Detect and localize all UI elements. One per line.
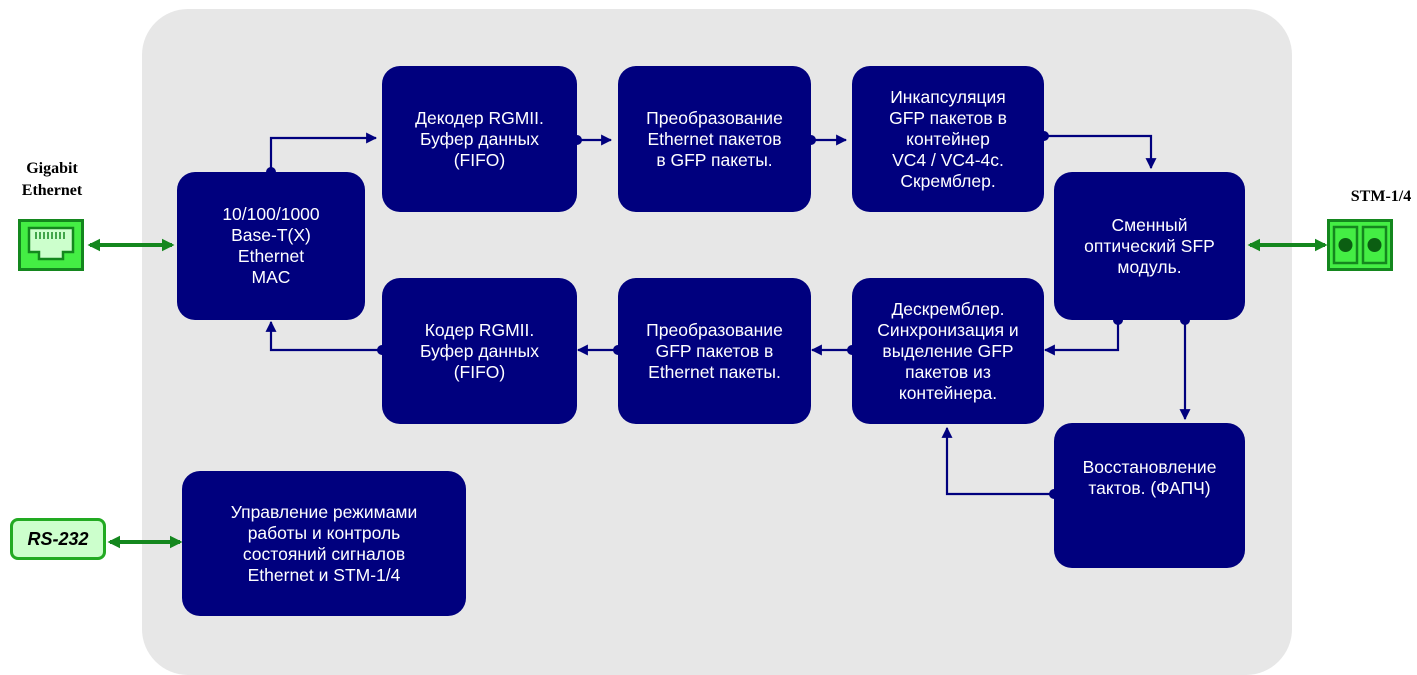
stm-label: STM-1/4 bbox=[1350, 188, 1412, 205]
mac-to-decoder-line bbox=[269, 132, 378, 172]
encap-to-sfp-line bbox=[1044, 134, 1157, 170]
clock-recovery-block: Восстановление тактов. (ФАПЧ) bbox=[1054, 423, 1245, 568]
ethernet-to-gfp-block: Преобразование Ethernet пакетов в GFP па… bbox=[618, 66, 811, 212]
rgmii-decoder-block: Декодер RGMII. Буфер данных (FIFO) bbox=[382, 66, 577, 212]
rs232-port: RS-232 bbox=[10, 518, 106, 560]
gigabit-ethernet-label: Gigabit Ethernet bbox=[21, 160, 83, 199]
sfp-module-block: Сменный оптический SFP модуль. bbox=[1054, 172, 1245, 320]
rj45-port-icon bbox=[18, 219, 84, 271]
gfp-encapsulation-block: Инкапсуляция GFP пакетов в контейнер VC4… bbox=[852, 66, 1044, 212]
sfp-to-descrambler-line bbox=[1043, 320, 1120, 356]
control-block: Управление режимами работы и контроль со… bbox=[182, 471, 466, 616]
sfp-optical-port-icon bbox=[1327, 219, 1393, 271]
gfp-to-ethernet-block: Преобразование GFP пакетов в Ethernet па… bbox=[618, 278, 811, 424]
rgmii-encoder-block: Кодер RGMII. Буфер данных (FIFO) bbox=[382, 278, 577, 424]
mac-block: 10/100/1000 Base-T(X) Ethernet MAC bbox=[177, 172, 365, 320]
encoder-to-mac-line bbox=[265, 320, 382, 352]
clock-to-descrambler-line bbox=[941, 426, 1054, 496]
descrambler-block: Дескремблер. Синхронизация и выделение G… bbox=[852, 278, 1044, 424]
